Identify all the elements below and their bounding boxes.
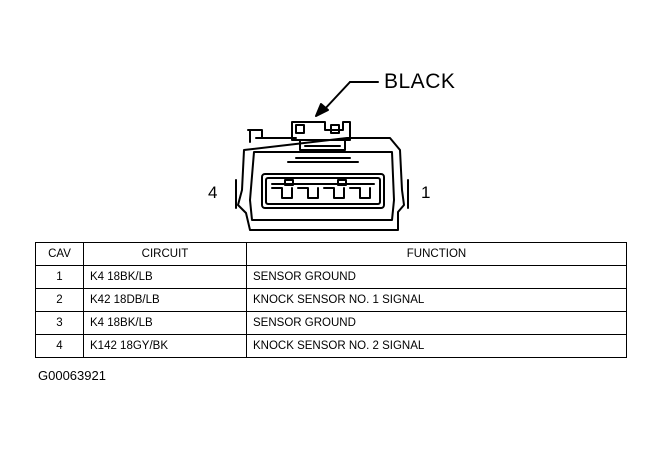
table-header-row: CAV CIRCUIT FUNCTION (35, 242, 627, 266)
cell-circuit: K4 18BK/LB (83, 311, 247, 335)
cell-circuit: K142 18GY/BK (83, 334, 247, 358)
cell-cav: 2 (35, 288, 84, 312)
pinout-table: CAV CIRCUIT FUNCTION 1 K4 18BK/LB SENSOR… (35, 242, 627, 358)
cell-cav: 3 (35, 311, 84, 335)
cell-cav: 4 (35, 334, 84, 358)
cell-function: KNOCK SENSOR NO. 1 SIGNAL (246, 288, 627, 312)
cell-function: SENSOR GROUND (246, 265, 627, 289)
cell-circuit: K42 18DB/LB (83, 288, 247, 312)
figure-id: G00063921 (38, 368, 106, 383)
cell-cav: 1 (35, 265, 84, 289)
header-function: FUNCTION (246, 242, 627, 266)
pin-label-right: 1 (421, 183, 431, 202)
connector-drawing (235, 81, 409, 231)
cell-function: SENSOR GROUND (246, 311, 627, 335)
cell-function: KNOCK SENSOR NO. 2 SIGNAL (246, 334, 627, 358)
pin-label-left: 4 (208, 183, 218, 202)
table-row: 1 K4 18BK/LB SENSOR GROUND (35, 265, 627, 289)
header-circuit: CIRCUIT (83, 242, 247, 266)
table-row: 4 K142 18GY/BK KNOCK SENSOR NO. 2 SIGNAL (35, 334, 627, 358)
table-row: 2 K42 18DB/LB KNOCK SENSOR NO. 1 SIGNAL (35, 288, 627, 312)
connector-diagram: BLACK 4 1 (208, 70, 456, 231)
table-row: 3 K4 18BK/LB SENSOR GROUND (35, 311, 627, 335)
color-callout: BLACK (384, 70, 456, 93)
header-cav: CAV (35, 242, 84, 266)
cell-circuit: K4 18BK/LB (83, 265, 247, 289)
